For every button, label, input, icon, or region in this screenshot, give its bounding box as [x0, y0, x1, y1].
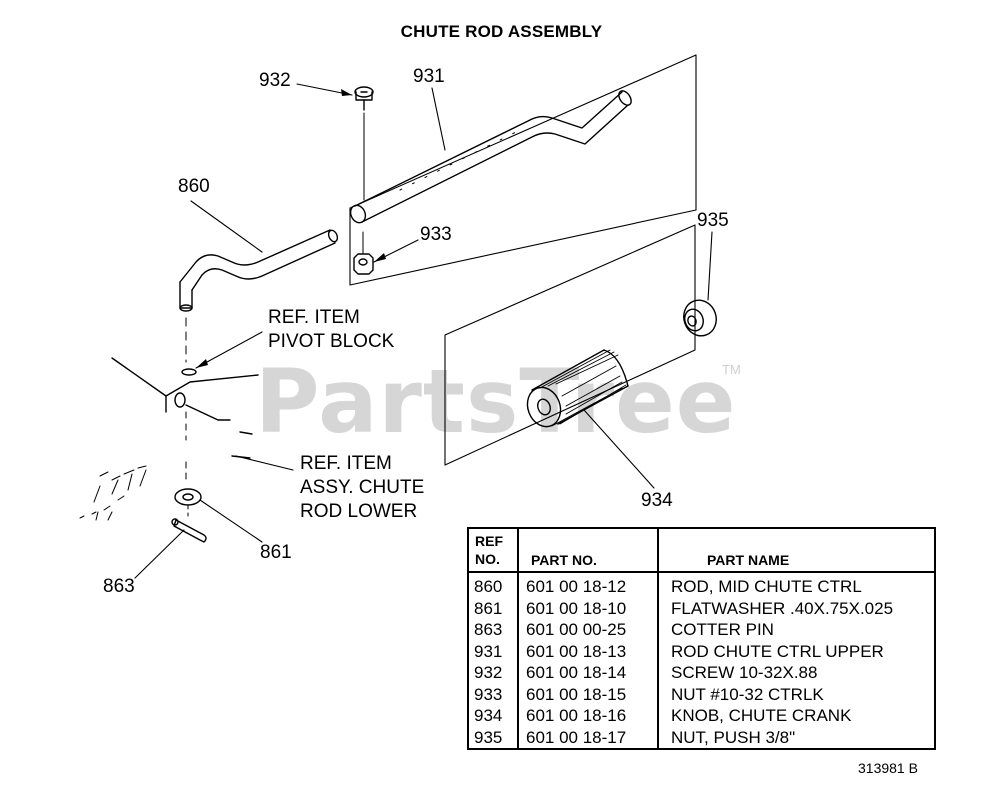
part-name-cell: ROD, MID CHUTE CTRL	[671, 577, 862, 597]
part-name-cell: FLATWASHER .40X.75X.025	[671, 598, 894, 618]
part-name-cell: KNOB, CHUTE CRANK	[671, 706, 852, 726]
nut-933	[353, 231, 374, 275]
part-name-cell: NUT, PUSH 3/8"	[671, 727, 796, 747]
ref-cell: 933	[468, 683, 519, 705]
chute-note-line-2: ASSY. CHUTE	[300, 477, 425, 498]
part-no-cell: 601 00 18-13	[518, 640, 659, 662]
pivot-block-note: REF. ITEM PIVOT BLOCK	[268, 306, 394, 354]
table-row: 932 601 00 18-14 SCREW 10-32X.88	[468, 662, 935, 684]
table-row: 931 601 00 18-13 ROD CHUTE CTRL UPPER	[468, 640, 935, 662]
header-ref-line-1: REF	[475, 533, 503, 549]
part-name-cell: SCREW 10-32X.88	[671, 663, 818, 683]
part-no-cell: 601 00 18-16	[518, 705, 659, 727]
part-no-cell: 601 00 18-10	[518, 597, 659, 619]
ref-cell: 935	[468, 726, 519, 749]
knob-934-outline-box	[444, 224, 696, 466]
callout-863: 863	[103, 576, 135, 597]
watermark-trademark: TM	[722, 362, 741, 377]
cotter-pin-863	[171, 518, 207, 543]
rod-860	[179, 229, 339, 363]
callout-932: 932	[259, 70, 291, 91]
table-row: 861 601 00 18-10 FLATWASHER .40X.75X.025	[468, 597, 935, 619]
diagram-title: CHUTE ROD ASSEMBLY	[400, 22, 603, 41]
chute-rod-lower-note: REF. ITEM ASSY. CHUTE ROD LOWER	[300, 452, 424, 524]
parts-table-header: REF NO. PART NO. PART NAME	[468, 528, 935, 573]
header-part-no: PART NO.	[518, 528, 659, 573]
watermark: PartsTree	[255, 350, 737, 453]
ref-cell: 931	[468, 640, 519, 662]
part-no-cell: 601 00 00-25	[518, 619, 659, 641]
chute-rod-lower-reference	[79, 465, 147, 521]
pivot-block-reference	[111, 357, 259, 459]
knob-934	[526, 349, 629, 428]
part-name-cell: ROD CHUTE CTRL UPPER	[671, 641, 884, 661]
ref-cell: 860	[468, 572, 519, 598]
table-row: 934 601 00 18-16 KNOB, CHUTE CRANK	[468, 705, 935, 727]
part-no-cell: 601 00 18-17	[518, 726, 659, 749]
callout-933: 933	[420, 224, 452, 245]
table-row: 863 601 00 00-25 COTTER PIN	[468, 619, 935, 641]
pivot-note-line-2: PIVOT BLOCK	[268, 331, 395, 352]
rod-931-outline-box	[349, 54, 697, 286]
part-no-cell: 601 00 18-14	[518, 662, 659, 684]
header-part-name: PART NAME	[658, 528, 935, 573]
ref-cell: 863	[468, 619, 519, 641]
header-ref-no: REF NO.	[468, 528, 519, 573]
part-no-cell: 601 00 18-12	[518, 572, 659, 598]
chute-note-line-1: REF. ITEM	[300, 453, 392, 474]
part-name-cell: COTTER PIN	[671, 620, 774, 640]
chute-note-line-3: ROD LOWER	[300, 501, 418, 522]
callout-935: 935	[697, 210, 729, 231]
push-nut-935	[683, 299, 717, 337]
pivot-note-line-1: REF. ITEM	[268, 307, 360, 328]
ref-cell: 932	[468, 662, 519, 684]
callout-861: 861	[260, 542, 292, 563]
ref-cell: 861	[468, 597, 519, 619]
table-row: 935 601 00 18-17 NUT, PUSH 3/8"	[468, 726, 935, 749]
callout-934: 934	[641, 490, 673, 511]
parts-table: REF NO. PART NO. PART NAME 860 601 00 18…	[467, 527, 936, 750]
ref-cell: 934	[468, 705, 519, 727]
part-name-cell: NUT #10-32 CTRLK	[671, 684, 824, 704]
callout-931: 931	[413, 66, 445, 87]
rod-931	[349, 90, 632, 224]
flatwasher-861	[174, 461, 202, 517]
header-ref-line-2: NO.	[475, 551, 500, 567]
part-no-cell: 601 00 18-15	[518, 683, 659, 705]
table-row: 860 601 00 18-12 ROD, MID CHUTE CTRL	[468, 572, 935, 598]
screw-932	[354, 86, 374, 201]
table-row: 933 601 00 18-15 NUT #10-32 CTRLK	[468, 683, 935, 705]
drawing-number: 313981 B	[858, 760, 918, 776]
callout-860: 860	[178, 176, 210, 197]
